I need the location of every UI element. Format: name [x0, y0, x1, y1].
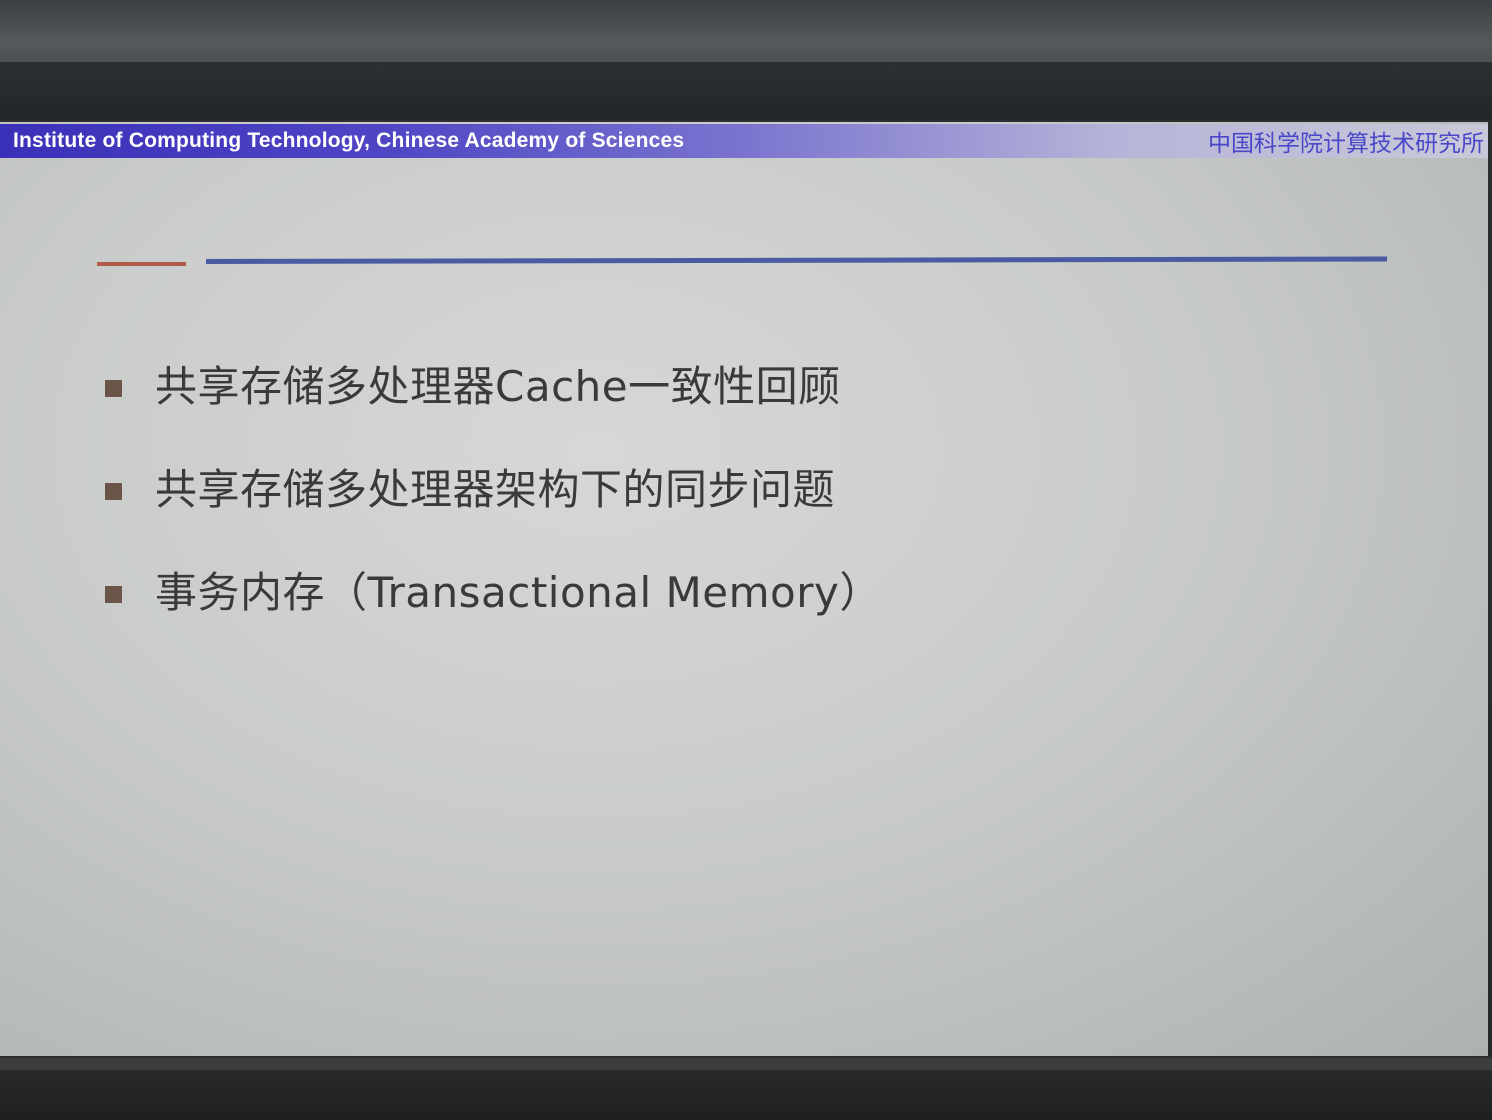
bullet-text: 共享存储多处理器架构下的同步问题 [155, 465, 836, 514]
list-item: 共享存储多处理器Cache一致性回顾 [105, 332, 1305, 435]
ceiling [0, 0, 1492, 70]
list-item: 事务内存（Transactional Memory） [105, 538, 1305, 641]
ceiling-band [0, 62, 1492, 120]
slide-header-bar: Institute of Computing Technology, Chine… [0, 124, 1488, 158]
institute-name-en: Institute of Computing Technology, Chine… [13, 129, 685, 152]
list-item: 共享存储多处理器架构下的同步问题 [105, 435, 1305, 538]
title-rule-accent [97, 262, 186, 266]
square-bullet-icon [105, 483, 122, 500]
title-rule-main [205, 256, 1388, 264]
square-bullet-icon [105, 380, 122, 397]
bullet-text: 事务内存（Transactional Memory） [155, 568, 882, 617]
square-bullet-icon [105, 586, 122, 603]
projection-screen: Institute of Computing Technology, Chine… [0, 122, 1488, 1056]
bullet-list: 共享存储多处理器Cache一致性回顾 共享存储多处理器架构下的同步问题 事务内存… [105, 332, 1305, 641]
institute-name-cn: 中国科学院计算技术研究所 [1208, 131, 1484, 157]
bullet-text: 共享存储多处理器Cache一致性回顾 [155, 362, 841, 411]
screen-bottom-edge [0, 1058, 1492, 1070]
